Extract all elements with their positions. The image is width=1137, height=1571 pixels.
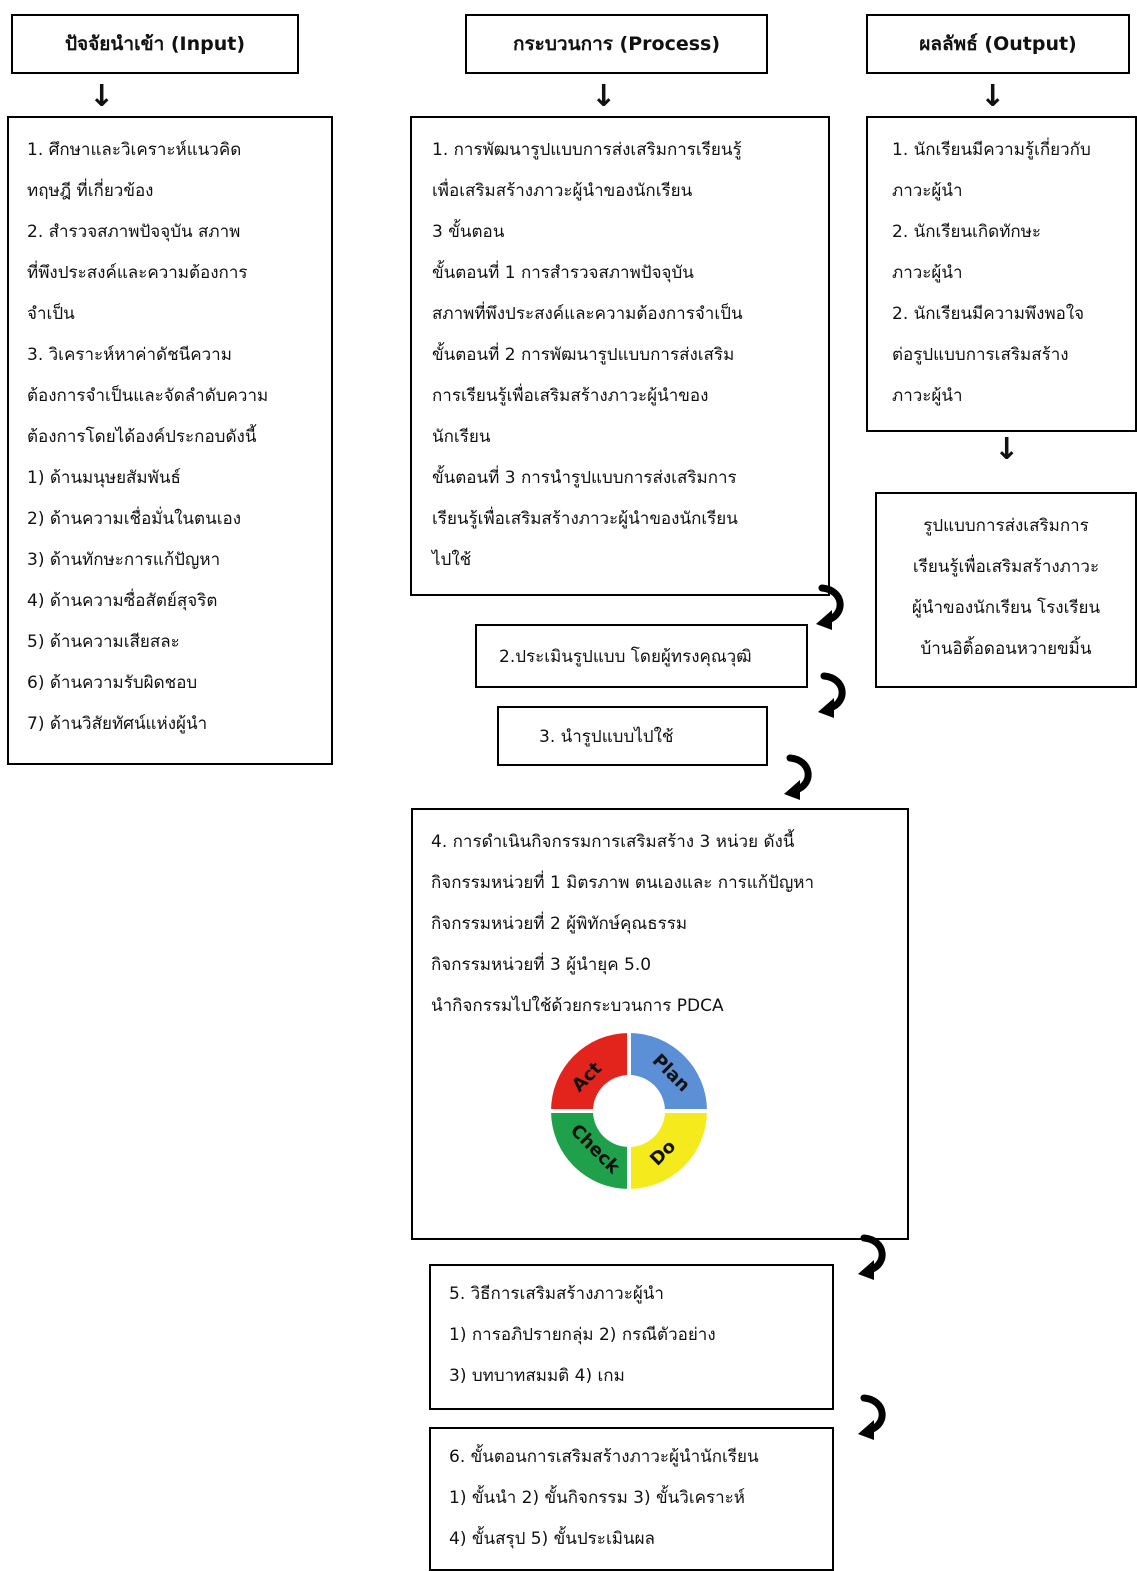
output2-line: เรียนรู้เพื่อเสริมสร้างภาวะ [912, 557, 1100, 577]
process1-line: นักเรียน [432, 427, 491, 447]
input-line: 7) ด้านวิสัยทัศน์แห่งผู้นำ [27, 714, 208, 734]
process-header-label: กระบวนการ (Process) [512, 33, 721, 55]
process-box-5: 5. วิธีการเสริมสร้างภาวะผู้นำ 1) การอภิป… [429, 1264, 834, 1410]
output1-line: 2. นักเรียนมีความพึงพอใจ [892, 304, 1085, 324]
pdca-plan-segment [629, 1033, 707, 1111]
output1-line: ภาวะผู้นำ [892, 263, 963, 283]
process4-line: นำกิจกรรมไปใช้ด้วยกระบวนการ PDCA [431, 996, 724, 1016]
process5-line: 5. วิธีการเสริมสร้างภาวะผู้นำ [449, 1284, 664, 1304]
process6-line: 1) ขั้นนำ 2) ขั้นกิจกรรม 3) ขั้นวิเคราะห… [449, 1488, 746, 1508]
output1-line: ต่อรูปแบบการเสริมสร้าง [892, 345, 1069, 365]
process4-line: 4. การดำเนินกิจกรรมการเสริมสร้าง 3 หน่วย… [431, 832, 795, 852]
output-header: ผลลัพธ์ (Output) [866, 14, 1130, 74]
input-line: ต้องการโดยได้องค์ประกอบดังนี้ [27, 427, 257, 447]
input-line: 3. วิเคราะห์หาค่าดัชนีความ [27, 345, 232, 365]
process1-line: 3 ขั้นตอน [432, 222, 505, 242]
process4-line: กิจกรรมหน่วยที่ 1 มิตรภาพ ตนเองและ การแก… [431, 873, 815, 893]
process-header: กระบวนการ (Process) [465, 14, 768, 74]
process3-text: 3. นำรูปแบบไปใช้ [539, 726, 674, 747]
process6-line: 4) ขั้นสรุป 5) ขั้นประเมินผล [449, 1529, 655, 1549]
output-down-arrow-icon: ↓ [980, 79, 1006, 114]
pdca-cycle: Plan Do Check Act [549, 1031, 709, 1191]
output1-line: ภาวะผู้นำ [892, 181, 963, 201]
process5-line: 1) การอภิปรายกลุ่ม 2) กรณีตัวอย่าง [449, 1325, 716, 1345]
output2-line: บ้านอิติ้อดอนหวายขมิ้น [920, 639, 1092, 659]
process1-line: 1. การพัฒนารูปแบบการส่งเสริมการเรียนรู้ [432, 140, 742, 160]
input-line: 1. ศึกษาและวิเคราะห์แนวคิด [27, 140, 242, 160]
process-down-arrow-icon: ↓ [591, 79, 617, 114]
process1-line: ขั้นตอนที่ 1 การสำรวจสภาพปัจจุบัน [432, 263, 694, 283]
process5-line: 3) บทบาทสมมติ 4) เกม [449, 1366, 625, 1386]
input-box: 1. ศึกษาและวิเคราะห์แนวคิด ทฤษฎี ที่เกี่… [7, 116, 333, 765]
curved-arrow-icon [818, 672, 846, 718]
curved-arrow-icon [858, 1234, 886, 1280]
process1-line: สภาพที่พึงประสงค์และความต้องการจำเป็น [432, 304, 743, 324]
output2-line: รูปแบบการส่งเสริมการ [923, 516, 1089, 536]
process4-line: กิจกรรมหน่วยที่ 2 ผู้พิทักษ์คุณธรรม [431, 914, 688, 934]
output1-line: 2. นักเรียนเกิดทักษะ [892, 222, 1042, 242]
output2-down-arrow-icon: ↓ [994, 432, 1020, 467]
process-box-1: 1. การพัฒนารูปแบบการส่งเสริมการเรียนรู้ … [410, 116, 830, 596]
process-box-3: 3. นำรูปแบบไปใช้ [497, 706, 768, 766]
process1-line: การเรียนรู้เพื่อเสริมสร้างภาวะผู้นำของ [432, 386, 709, 406]
input-line: 3) ด้านทักษะการแก้ปัญหา [27, 550, 221, 570]
pdca-check-segment [551, 1111, 629, 1189]
process6-line: 6. ขั้นตอนการเสริมสร้างภาวะผู้นำนักเรียน [449, 1447, 759, 1467]
curved-arrow-icon [858, 1394, 886, 1440]
input-line: 5) ด้านความเสียสละ [27, 632, 180, 652]
output-box-1: 1. นักเรียนมีความรู้เกี่ยวกับ ภาวะผู้นำ … [866, 116, 1137, 432]
process-box-6: 6. ขั้นตอนการเสริมสร้างภาวะผู้นำนักเรียน… [429, 1427, 834, 1571]
process2-text: 2.ประเมินรูปแบบ โดยผู้ทรงคุณวุฒิ [499, 646, 752, 667]
output2-line: ผู้นำของนักเรียน โรงเรียน [911, 598, 1101, 618]
process1-line: ไปใช้ [432, 550, 472, 570]
output1-line: ภาวะผู้นำ [892, 386, 963, 406]
input-line: 4) ด้านความซื่อสัตย์สุจริต [27, 591, 218, 611]
input-line: 2. สำรวจสภาพปัจจุบัน สภาพ [27, 222, 241, 242]
output-header-label: ผลลัพธ์ (Output) [919, 33, 1077, 55]
curved-arrow-icon [816, 584, 844, 630]
input-down-arrow-icon: ↓ [89, 79, 115, 114]
input-line: ทฤษฎี ที่เกี่ยวข้อง [27, 181, 154, 201]
input-line: 1) ด้านมนุษยสัมพันธ์ [27, 468, 181, 488]
pdca-do-segment [629, 1111, 707, 1189]
input-line: ที่พึงประสงค์และความต้องการ [27, 263, 248, 283]
input-header-label: ปัจจัยนำเข้า (Input) [64, 33, 246, 55]
output1-line: 1. นักเรียนมีความรู้เกี่ยวกับ [892, 140, 1091, 160]
input-line: จำเป็น [27, 304, 75, 324]
process1-line: เรียนรู้เพื่อเสริมสร้างภาวะผู้นำของนักเร… [432, 509, 738, 529]
input-line: ต้องการจำเป็นและจัดลำดับความ [27, 386, 269, 406]
process1-line: ขั้นตอนที่ 3 การนำรูปแบบการส่งเสริมการ [432, 468, 737, 488]
process4-line: กิจกรรมหน่วยที่ 3 ผู้นำยุค 5.0 [431, 955, 652, 975]
process-box-2: 2.ประเมินรูปแบบ โดยผู้ทรงคุณวุฒิ [475, 624, 808, 688]
curved-arrow-icon [784, 754, 812, 800]
input-header: ปัจจัยนำเข้า (Input) [11, 14, 299, 74]
output-box-2: รูปแบบการส่งเสริมการ เรียนรู้เพื่อเสริมส… [875, 492, 1137, 688]
input-line: 6) ด้านความรับผิดชอบ [27, 673, 198, 693]
process1-line: เพื่อเสริมสร้างภาวะผู้นำของนักเรียน [432, 181, 693, 201]
process1-line: ขั้นตอนที่ 2 การพัฒนารูปแบบการส่งเสริม [432, 345, 735, 365]
pdca-act-segment [551, 1033, 629, 1111]
input-line: 2) ด้านความเชื่อมั่นในตนเอง [27, 509, 242, 529]
